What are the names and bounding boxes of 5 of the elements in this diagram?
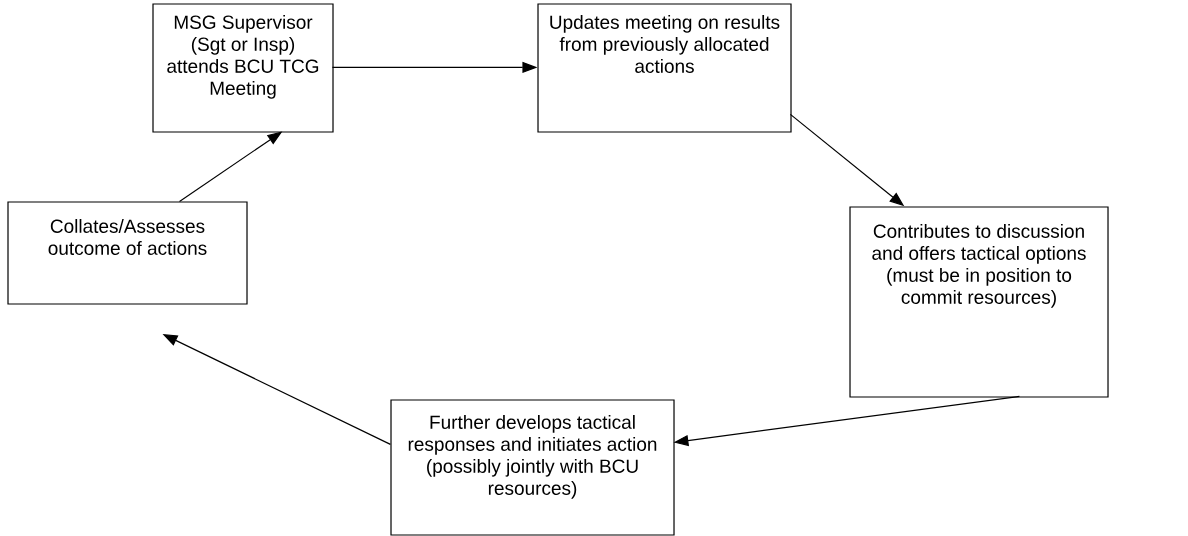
process-box: Collates/Assesses outcome of actions [7,201,248,305]
process-box: MSG Supervisor (Sgt or Insp) attends BCU TCG Meeting [152,3,334,133]
process-box: Updates meeting on results from previously allocated actions [537,3,792,133]
process-box: Further develops tactical responses and initiates action (possibly jointly with BCU resources) [390,399,675,536]
process-box: Contributes to discussion and offers tactical options (must be in position to commit resources) [849,206,1109,398]
